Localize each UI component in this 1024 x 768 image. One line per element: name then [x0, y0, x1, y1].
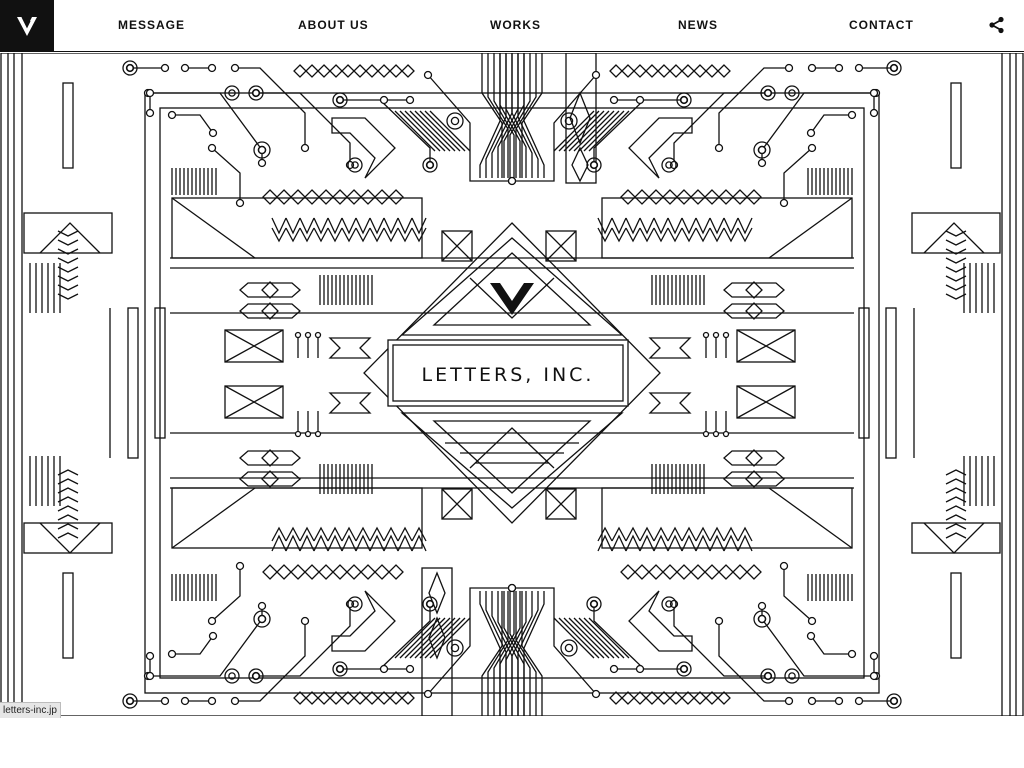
share-icon	[989, 16, 1004, 34]
status-bar-url: letters-inc.jp	[0, 702, 61, 718]
corner-grid-boxes	[441, 230, 577, 520]
nav-news-link[interactable]: NEWS	[678, 18, 718, 32]
decorative-motifs	[29, 53, 995, 716]
center-v-mark	[490, 283, 534, 315]
brand-name: LETTERS, INC.	[422, 364, 595, 386]
nav-works-link[interactable]: WORKS	[490, 18, 541, 32]
side-column-right	[858, 53, 1017, 716]
share-button[interactable]	[986, 14, 1008, 36]
home-logo-link[interactable]	[0, 0, 54, 52]
nav-about-us-link[interactable]: ABOUT US	[298, 18, 369, 32]
horizontal-bands	[170, 197, 854, 549]
chip-boxes	[224, 329, 796, 419]
nav-contact-link[interactable]: CONTACT	[849, 18, 914, 32]
circuit-pattern-artwork: LETTERS, INC.	[0, 53, 1024, 716]
hero-illustration: LETTERS, INC.	[0, 53, 1024, 716]
center-emblem	[363, 222, 661, 524]
top-navigation: MESSAGE ABOUT US WORKS NEWS CONTACT	[0, 0, 1024, 52]
nav-message-link[interactable]: MESSAGE	[118, 18, 186, 32]
v-monogram-icon	[17, 16, 37, 36]
side-column-left	[7, 53, 166, 716]
